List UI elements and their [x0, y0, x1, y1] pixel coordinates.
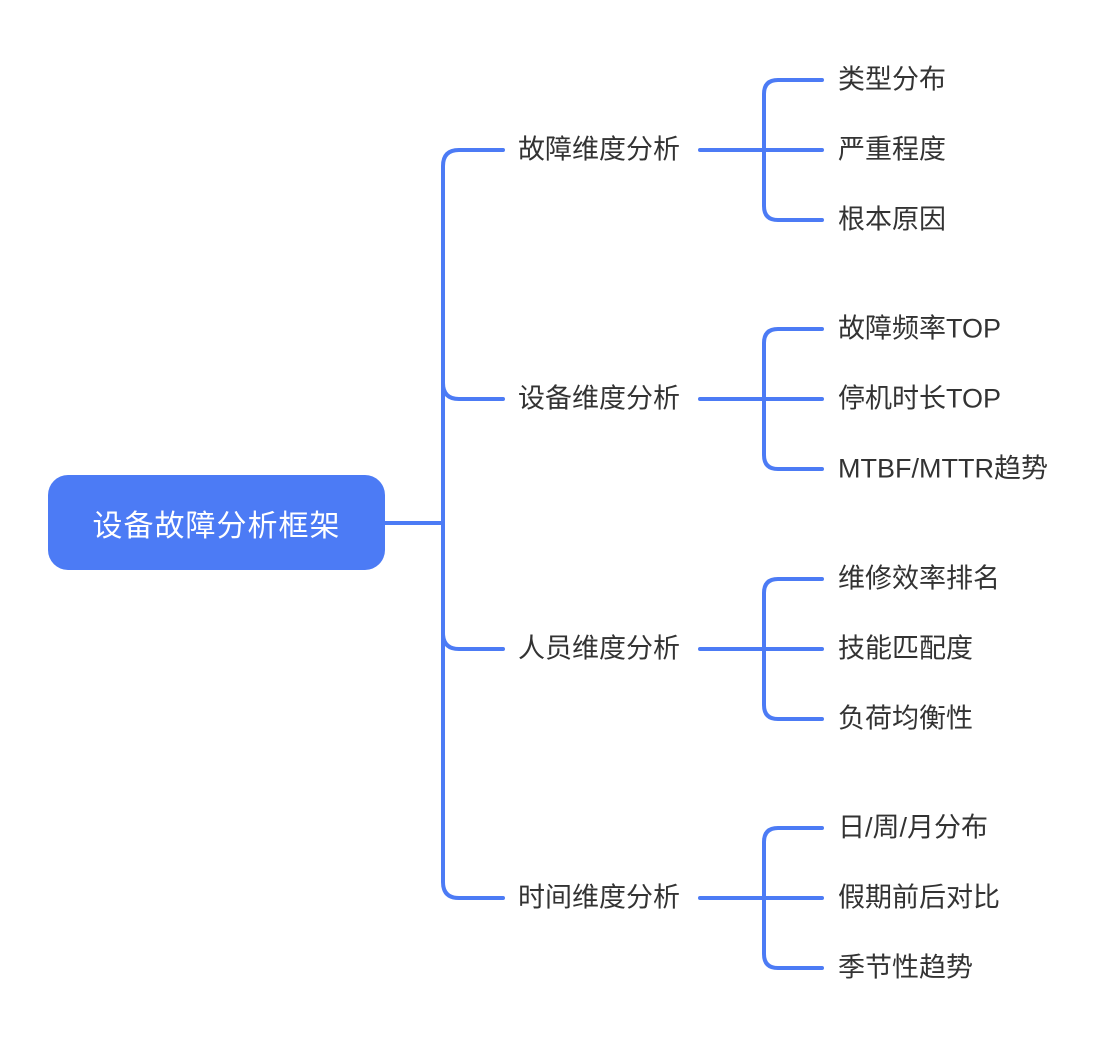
leaf-node-day-week-month-distribution[interactable]: 日/周/月分布 — [838, 812, 989, 843]
link-spine — [441, 148, 505, 900]
branch-node-personnel-dimension[interactable]: 人员维度分析 — [518, 633, 680, 664]
leaf-node-fault-frequency-top[interactable]: 故障频率TOP — [838, 313, 1002, 344]
leaf-node-mtbf-mttr-trend[interactable]: MTBF/MTTR趋势 — [838, 453, 1048, 484]
link-branch-2 — [441, 381, 505, 401]
leaf-node-repair-efficiency-ranking[interactable]: 维修效率排名 — [838, 563, 1000, 594]
leaf-node-skill-match[interactable]: 技能匹配度 — [838, 633, 973, 664]
leaf-node-load-balance[interactable]: 负荷均衡性 — [838, 703, 973, 734]
bracket-branch-2 — [762, 327, 824, 471]
branch-node-time-dimension[interactable]: 时间维度分析 — [518, 882, 680, 913]
bracket-branch-1 — [762, 78, 824, 222]
root-node-label: 设备故障分析框架 — [92, 509, 341, 543]
branch-node-fault-dimension[interactable]: 故障维度分析 — [518, 134, 680, 165]
root-node[interactable]: 设备故障分析框架 — [48, 475, 385, 570]
leaf-node-holiday-comparison[interactable]: 假期前后对比 — [838, 882, 1000, 913]
leaf-node-type-distribution[interactable]: 类型分布 — [838, 64, 946, 95]
link-branch-3 — [441, 631, 505, 651]
leaf-node-seasonal-trend[interactable]: 季节性趋势 — [838, 952, 973, 983]
branch-node-equipment-dimension[interactable]: 设备维度分析 — [518, 383, 680, 414]
leaf-node-severity[interactable]: 严重程度 — [838, 134, 946, 165]
bracket-branch-4 — [762, 826, 824, 970]
leaf-node-downtime-top[interactable]: 停机时长TOP — [838, 383, 1002, 414]
leaf-node-root-cause[interactable]: 根本原因 — [838, 204, 946, 235]
bracket-branch-3 — [762, 577, 824, 721]
